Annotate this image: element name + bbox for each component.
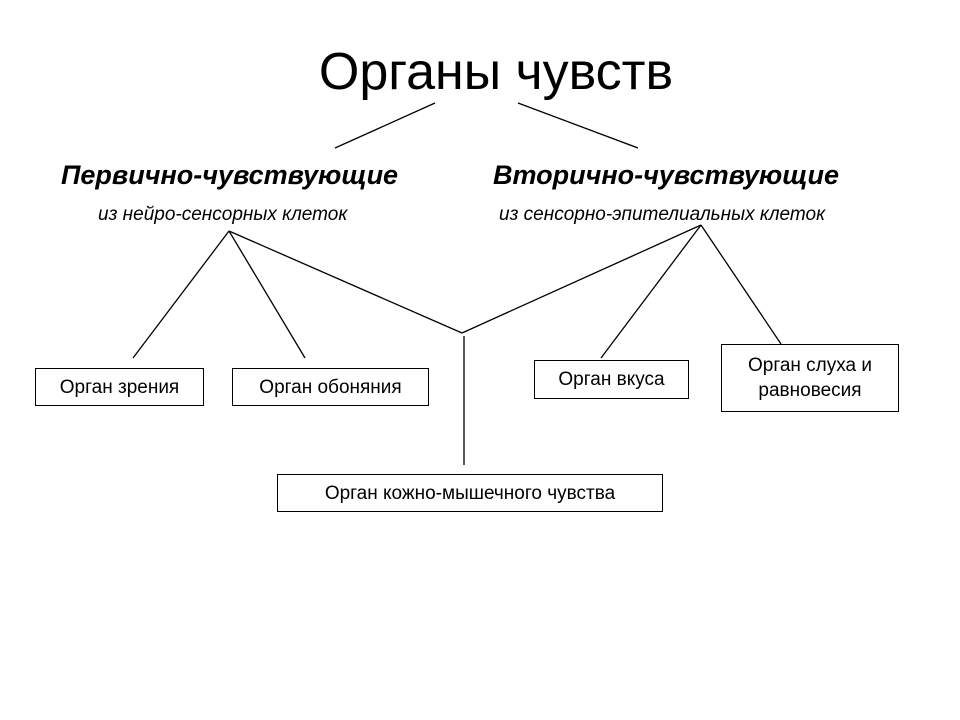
organ-label: Орган вкуса <box>558 369 665 390</box>
connector-primary-smell <box>228 230 306 359</box>
connector-secondary-taste <box>600 224 702 359</box>
organ-box-hearing: Орган слуха и равновесия <box>721 344 899 412</box>
connector-primary-skin <box>228 230 463 334</box>
organ-box-skin-muscle: Орган кожно-мышечного чувства <box>277 474 663 512</box>
category-primary-subtitle: из нейро-сенсорных клеток <box>98 204 348 225</box>
connector-primary-vision <box>132 230 230 359</box>
connector-title-secondary <box>517 102 639 149</box>
category-primary-heading: Первично-чувствующие <box>61 160 399 190</box>
connector-title-primary <box>334 102 436 149</box>
organ-label: Орган обоняния <box>259 376 402 398</box>
organ-box-taste: Орган вкуса <box>534 360 689 399</box>
organ-label: Орган зрения <box>59 376 180 398</box>
category-secondary-subtitle: из сенсорно-эпителиальных клеток <box>499 204 826 225</box>
connector-secondary-hearing <box>700 224 782 345</box>
connector-secondary-skin <box>461 224 702 334</box>
diagram-title: Органы чувств <box>0 40 960 104</box>
organ-label: Орган кожно-мышечного чувства <box>324 482 616 504</box>
organ-label: Орган слуха и равновесия <box>747 355 873 401</box>
diagram-title-text: Органы чувств <box>318 43 674 101</box>
category-secondary-heading: Вторично-чувствующие <box>493 160 839 190</box>
organ-box-smell: Орган обоняния <box>232 368 429 406</box>
organ-box-vision: Орган зрения <box>35 368 204 406</box>
